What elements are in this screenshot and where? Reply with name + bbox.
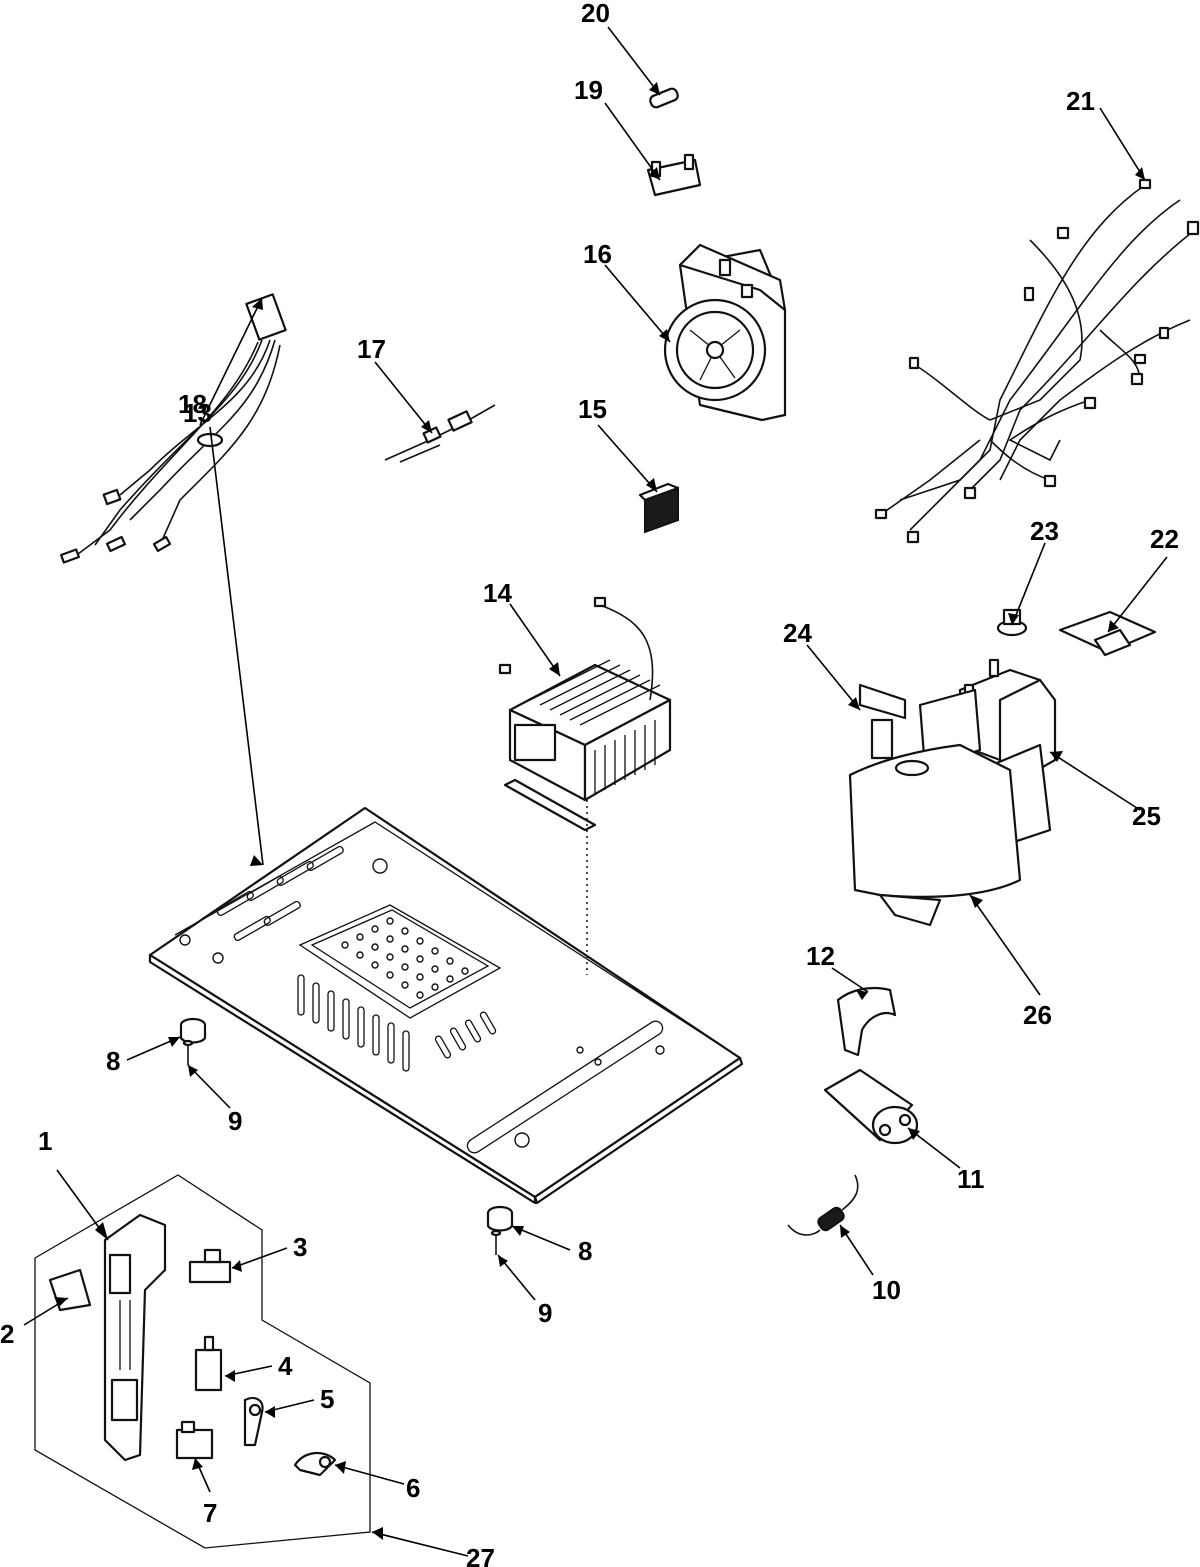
bracket-plate-part [1058, 610, 1157, 657]
callout-3: 3 [293, 1232, 307, 1262]
lever-part [48, 1268, 92, 1312]
callout-12: 12 [806, 941, 835, 971]
callout-24: 24 [783, 618, 812, 648]
callout-4: 4 [278, 1351, 293, 1381]
hv-diode-part [787, 1174, 859, 1236]
callout-1: 1 [38, 1126, 52, 1156]
callout-16: 16 [583, 239, 612, 269]
callout-13: 13 [183, 398, 212, 428]
leader-lines [23, 26, 1168, 1557]
callout-14: 14 [483, 578, 512, 608]
transformer-fins [529, 659, 661, 795]
diode-part [858, 683, 907, 760]
callout-23: 23 [1030, 516, 1059, 546]
vent-holes-grid [341, 917, 469, 999]
callout-17: 17 [357, 334, 386, 364]
capacitor-bracket-part [836, 986, 897, 1057]
foot-part-upper [179, 1017, 207, 1044]
wire-harness-left-part [60, 293, 287, 564]
callout-6: 6 [406, 1473, 420, 1503]
base-plate-part [148, 806, 744, 1205]
callout-8-lower: 8 [578, 1236, 592, 1266]
callout-25: 25 [1132, 801, 1161, 831]
thermal-sensor-part [384, 404, 496, 463]
fan-motor-part [663, 243, 787, 422]
capacitor-part [823, 1068, 919, 1145]
callout-9-upper: 9 [228, 1106, 242, 1136]
switch-4-part [194, 1335, 223, 1392]
air-guide-part [848, 688, 1022, 927]
latch-frame-part [103, 1213, 167, 1462]
callout-15: 15 [578, 394, 607, 424]
callout-18: 18 [178, 389, 207, 419]
callout-11: 11 [957, 1164, 985, 1194]
callout-20: 20 [581, 0, 610, 28]
callout-26: 26 [1023, 1000, 1052, 1030]
callout-7: 7 [203, 1498, 217, 1528]
filter-block-part [638, 482, 680, 534]
foot-part-lower [486, 1205, 514, 1232]
switch-7-part [175, 1420, 214, 1460]
callout-2: 2 [0, 1319, 14, 1349]
callout-5: 5 [320, 1384, 334, 1414]
cam-6-part [293, 1452, 337, 1477]
cam-5-part [243, 1396, 264, 1447]
fuse-part [649, 87, 679, 109]
callout-27: 27 [466, 1543, 495, 1567]
leader-arrowheads [54, 82, 1145, 1540]
callout-9-lower: 9 [538, 1298, 552, 1328]
transformer-part [498, 596, 672, 832]
screw-part-upper [182, 1039, 194, 1065]
callout-19: 19 [574, 75, 603, 105]
latch-assembly-outline [34, 1174, 371, 1549]
switch-3-part [188, 1248, 232, 1284]
wire-harness-right-part [874, 178, 1200, 544]
screw-part-lower [490, 1229, 502, 1255]
callout-22: 22 [1150, 524, 1179, 554]
callout-10: 10 [872, 1275, 901, 1305]
callout-8-upper: 8 [106, 1046, 120, 1076]
vent-slots [216, 845, 497, 1072]
callout-21: 21 [1066, 86, 1095, 116]
